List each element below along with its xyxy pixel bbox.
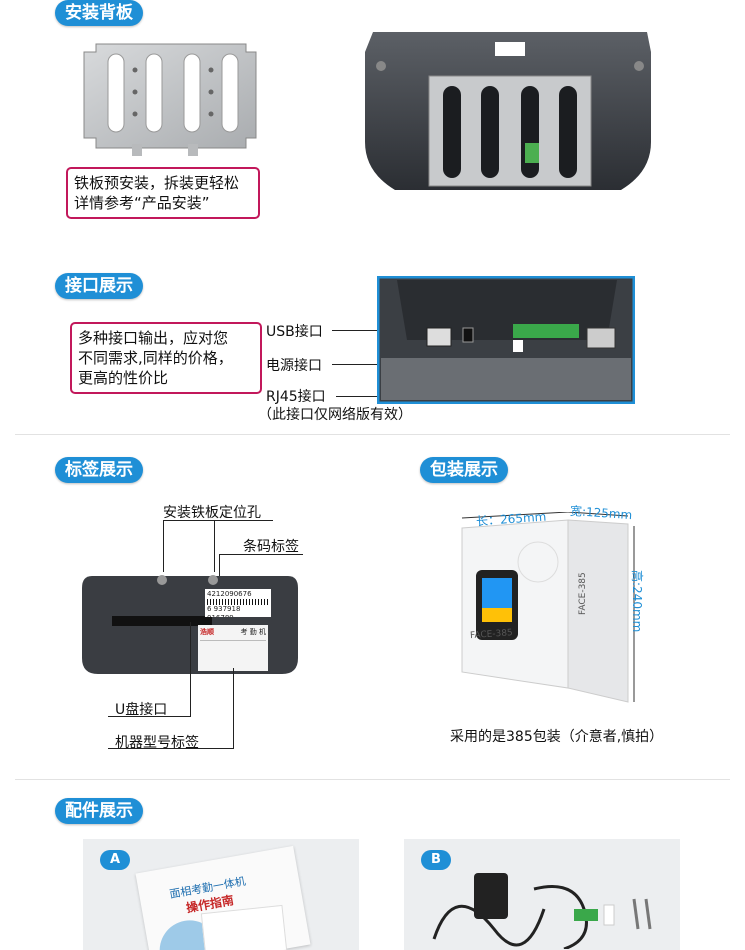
mount-holes-leader-1 [163,520,164,572]
divider-1 [15,434,730,435]
barcode-label: 条码标签 [243,539,299,555]
back-plate-note: 铁板预安装，拆装更轻松 详情参考“产品安装” [66,167,260,219]
udisk-leader [190,622,191,716]
section-title-packaging: 包装展示 [420,457,508,483]
back-plate-image [83,43,257,156]
barcode-leader [219,554,220,594]
barcode-underline [219,554,303,555]
interface-closeup-image [377,276,635,404]
rj45-port-label: RJ45接口 [266,389,326,405]
section-title-interfaces: 接口展示 [55,273,143,299]
accessory-b-image: B [404,839,680,950]
rj45-leader-line [336,396,380,397]
cables [432,885,652,949]
section-title-labels: 标签展示 [55,457,143,483]
interface-note: 多种接口输出，应对您 不同需求,同样的价格， 更高的性价比 [70,322,262,394]
model-sticker-header: 浩顺 考 勤 机 [200,628,266,636]
model-label-underline [108,748,234,749]
mount-holes-leader-2 [214,520,215,572]
accessory-a-image: A 面相考勤一体机 操作指南 [83,839,359,950]
box-image [461,512,635,703]
accessory-a-badge: A [100,850,130,870]
udisk-label: U盘接口 [115,702,168,718]
barcode-sticker: 4212090676 6 937918 016789 [205,589,271,617]
rj45-note: （此接口仅网络版有效） [258,407,412,423]
usb-port-label: USB接口 [266,324,323,340]
power-port-label: 电源接口 [266,358,322,374]
model-sticker: 浩顺 考 勤 机 [198,625,268,671]
barcode-bars [207,599,269,605]
box-side-model: FACE-385 [578,572,588,615]
packaging-caption: 采用的是385包装（介意者,慎拍） [450,729,664,745]
model-sticker-rule [200,640,266,642]
power-adapter [474,873,508,919]
udisk-underline [108,716,191,717]
divider-2 [15,779,730,780]
section-title-accessories: 配件展示 [55,798,143,824]
accessory-b-badge: B [421,850,451,870]
device-back-image [365,32,651,190]
box-height: 高:240mm [630,570,644,633]
mount-holes-underline [163,520,273,521]
model-label-leader [233,668,234,748]
section-title-back-plate: 安装背板 [55,0,143,26]
mount-holes-label: 安装铁板定位孔 [163,505,261,521]
warranty-card [200,904,288,950]
model-label-callout: 机器型号标签 [115,735,199,751]
